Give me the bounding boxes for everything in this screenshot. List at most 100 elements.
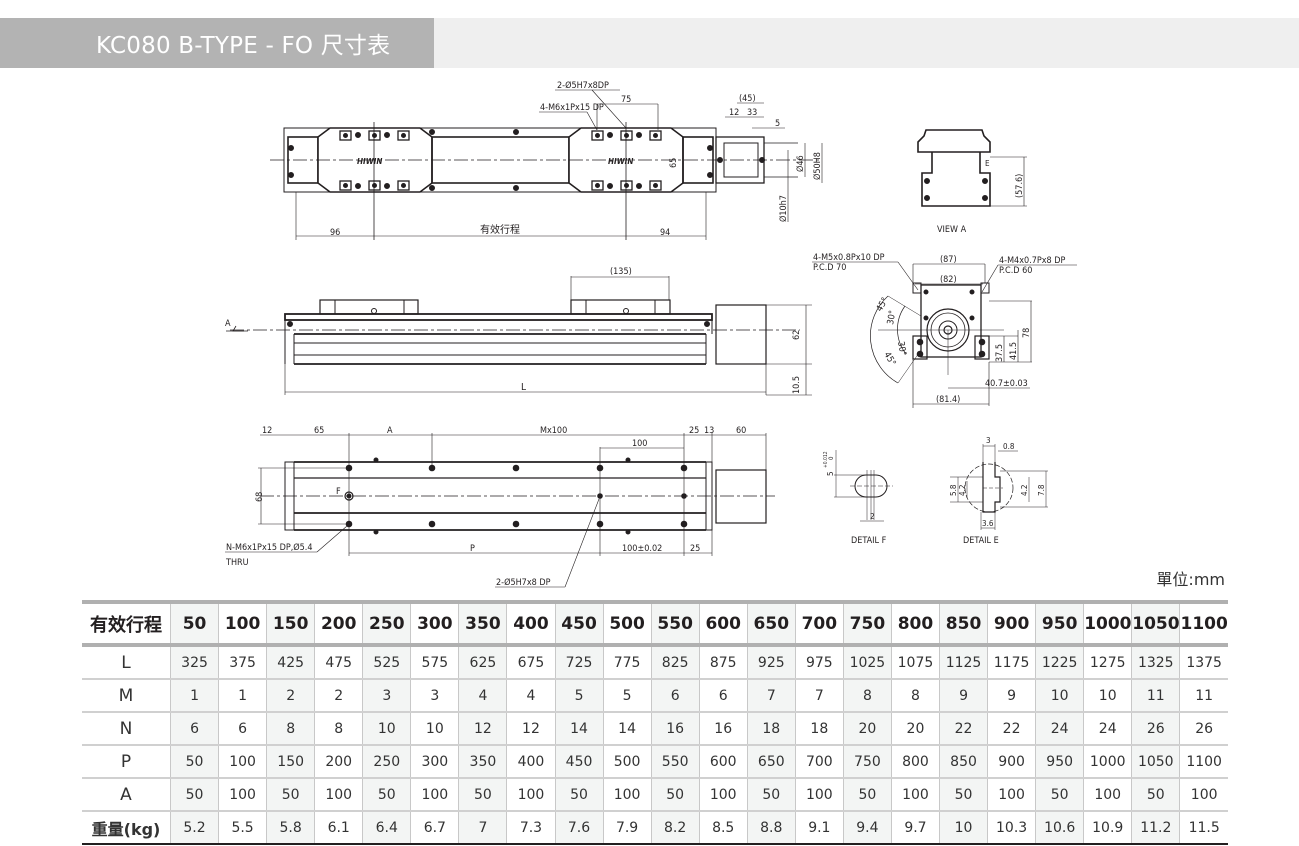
table-cell: 10	[1083, 679, 1132, 713]
stroke-header-cell: 100	[218, 600, 267, 647]
table-cell: 10	[1035, 679, 1084, 713]
table-cell: 5	[554, 679, 604, 713]
table-cell: 9.7	[890, 811, 940, 845]
detail-f: 5 +0.012 0 2 DETAIL F	[823, 450, 893, 546]
table-cell: 100	[1083, 778, 1132, 812]
table-cell: 100	[314, 778, 363, 812]
callout-m5: 4-M5x0.8Px10 DP	[813, 253, 885, 263]
detail-f-label: DETAIL F	[851, 536, 887, 546]
page-title: KC080 B-TYPE - FO 尺寸表	[96, 33, 391, 59]
table-cell: 6.7	[410, 811, 459, 845]
detail-f-dim-2: 2	[870, 512, 875, 521]
stroke-header-cell: 300	[410, 600, 459, 647]
dim-41-5: 41.5	[1009, 342, 1019, 360]
table-cell: 7.6	[554, 811, 604, 845]
angle-45-bottom: 45°	[881, 351, 897, 368]
flange-view: 45° 30° 30° 45° (87) (82) 4-M5x0.8Px10 D…	[812, 253, 1077, 408]
table-cell: 50	[169, 745, 219, 779]
detail-f-tol: +0.012	[823, 451, 829, 468]
detail-e-dim-4-2b: 4.2	[1020, 485, 1029, 496]
dim-P: P	[470, 544, 475, 554]
dim-87: (87)	[940, 255, 957, 265]
table-cell: 750	[842, 745, 892, 779]
callout-pins-top: 2-Ø5H7x8DP	[557, 80, 609, 91]
table-cell: 1	[169, 679, 219, 713]
callout-thru: THRU	[225, 558, 249, 568]
table-cell: 50	[169, 778, 219, 812]
angle-30-top: 30°	[886, 310, 898, 326]
table-cell: 50	[842, 778, 892, 812]
callout-n-taps: N-M6x1Px15 DP,Ø5.4	[226, 542, 313, 553]
table-cell: 625	[458, 645, 507, 680]
table-cell: 1000	[1083, 745, 1132, 779]
table-cell: 100	[218, 778, 267, 812]
table-cell: 1125	[938, 645, 988, 680]
dim-81-4: (81.4)	[936, 395, 960, 405]
dim-25-bottom: 25	[690, 544, 700, 554]
table-cell: 14	[554, 712, 604, 746]
row-label: M	[82, 679, 171, 713]
table-cell: 150	[266, 745, 315, 779]
stroke-header-cell: 1000	[1083, 600, 1132, 647]
table-cell: 50	[938, 778, 988, 812]
stroke-header-cell: 1050	[1131, 600, 1180, 647]
table-cell: 725	[554, 645, 604, 680]
dim-5: 5	[775, 119, 780, 129]
detail-e-dim-3-6: 3.6	[982, 519, 994, 528]
table-cell: 775	[602, 645, 652, 680]
stroke-header-cell: 950	[1035, 600, 1084, 647]
row-label: N	[82, 712, 171, 746]
table-cell: 825	[650, 645, 700, 680]
table-cell: 6	[169, 712, 219, 746]
table-cell: 50	[362, 778, 411, 812]
row-label: L	[82, 645, 171, 680]
table-cell: 575	[410, 645, 459, 680]
detail-f-dim-5: 5	[826, 471, 835, 476]
table-cell: 6.4	[362, 811, 411, 845]
table-cell: 20	[842, 712, 892, 746]
table-cell: 1325	[1131, 645, 1180, 680]
dim-A: A	[387, 426, 393, 436]
table-cell: 50	[1131, 778, 1180, 812]
carriage-bolts-right	[288, 129, 713, 191]
pcd-60: P.C.D 60	[999, 266, 1032, 276]
table-cell: 11.2	[1131, 811, 1180, 845]
table-cell: 9.4	[842, 811, 892, 845]
table-cell: 50	[650, 778, 700, 812]
detail-e-dim-7-8: 7.8	[1037, 484, 1046, 496]
table-cell: 12	[458, 712, 507, 746]
mark-e: E	[985, 159, 990, 168]
stroke-header-cell: 250	[362, 600, 411, 647]
dim-57-6: (57.6)	[1015, 174, 1025, 198]
detail-f-tol0: 0	[828, 456, 835, 460]
table-cell: 500	[602, 745, 652, 779]
table-cell: 8.8	[746, 811, 796, 845]
table-cell: 550	[650, 745, 700, 779]
table-cell: 300	[410, 745, 459, 779]
stroke-header-cell: 200	[314, 600, 363, 647]
table-cell: 7	[794, 679, 844, 713]
table-cell: 7	[746, 679, 796, 713]
pcd-70: P.C.D 70	[813, 263, 846, 273]
table-cell: 250	[362, 745, 411, 779]
dim-33: 33	[747, 108, 757, 118]
table-cell: 9	[938, 679, 988, 713]
stroke-header-cell: 650	[746, 600, 796, 647]
stroke-header-cell: 350	[458, 600, 507, 647]
table-cell: 6.1	[314, 811, 363, 845]
table-cell: 975	[794, 645, 844, 680]
carriage-bolts-left	[339, 130, 410, 191]
dim-37-5: 37.5	[995, 344, 1005, 362]
table-cell: 400	[506, 745, 555, 779]
table-cell: 100	[698, 778, 748, 812]
stroke-header-cell: 800	[890, 600, 940, 647]
stroke-header-cell: 50	[169, 600, 219, 647]
dim-60: 60	[736, 426, 746, 436]
callout-taps-top: 4-M6x1Px15 DP	[540, 103, 604, 113]
table-cell: 10.3	[987, 811, 1036, 845]
table-cell: 700	[794, 745, 844, 779]
table-cell: 800	[890, 745, 940, 779]
table-cell: 16	[698, 712, 748, 746]
table-cell: 3	[362, 679, 411, 713]
